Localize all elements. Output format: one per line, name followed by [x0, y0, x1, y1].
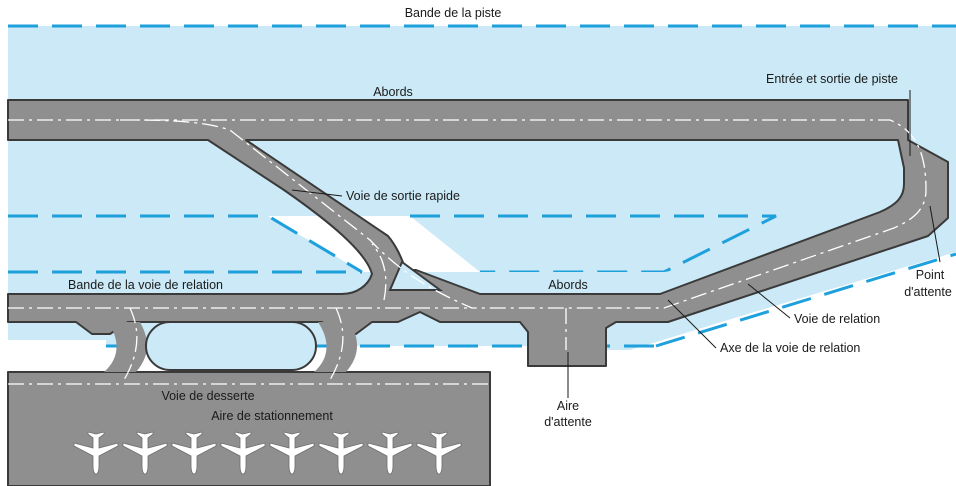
airplane-icon — [367, 431, 413, 475]
apron-label: Aire de stationnement — [211, 409, 333, 423]
leader-holding-point — [929, 205, 941, 263]
airplane-icon — [416, 431, 462, 475]
leader-rapid-exit — [291, 189, 343, 197]
apron — [7, 371, 491, 486]
link-loop-1 — [104, 322, 148, 372]
airplane-icon — [73, 431, 119, 475]
holding-bay-label-line2: d'attente — [544, 415, 592, 429]
airplane-icon — [318, 431, 364, 475]
holding-point-label-line1: Point — [916, 268, 945, 282]
taxilane-label: Voie de desserte — [161, 389, 254, 403]
shoulders-label-mid: Abords — [548, 278, 588, 292]
airplane-icon — [220, 431, 266, 475]
taxiway-label: Voie de relation — [794, 312, 880, 326]
airplane-icon — [269, 431, 315, 475]
airplane-icon — [171, 431, 217, 475]
parked-aircraft — [73, 431, 462, 475]
airplane-icon — [122, 431, 168, 475]
exit-triangle — [388, 260, 444, 291]
rapid-exit-label: Voie de sortie rapide — [346, 189, 460, 203]
holding-point-label-line2: d'attente — [904, 285, 952, 299]
leader-lines — [291, 90, 941, 398]
apron-gap — [8, 340, 106, 370]
loop-island — [145, 321, 317, 371]
runway-entry-exit-label: Entrée et sortie de piste — [766, 72, 898, 86]
centerlines — [8, 119, 927, 385]
labels: Bande de la piste Abords Entrée et sorti… — [68, 6, 952, 429]
runway-strip-label: Bande de la piste — [405, 6, 502, 20]
leader-taxiway-centerline — [667, 299, 717, 349]
taxiway-strip-label: Bande de la voie de relation — [68, 278, 223, 292]
leader-taxiway — [747, 283, 791, 319]
link-loop-2 — [314, 322, 358, 372]
pavement — [7, 99, 949, 486]
taxiway-centerline-label: Axe de la voie de relation — [720, 341, 860, 355]
holding-bay-label-line1: Aire — [557, 399, 579, 413]
shoulders-label-top: Abords — [373, 85, 413, 99]
